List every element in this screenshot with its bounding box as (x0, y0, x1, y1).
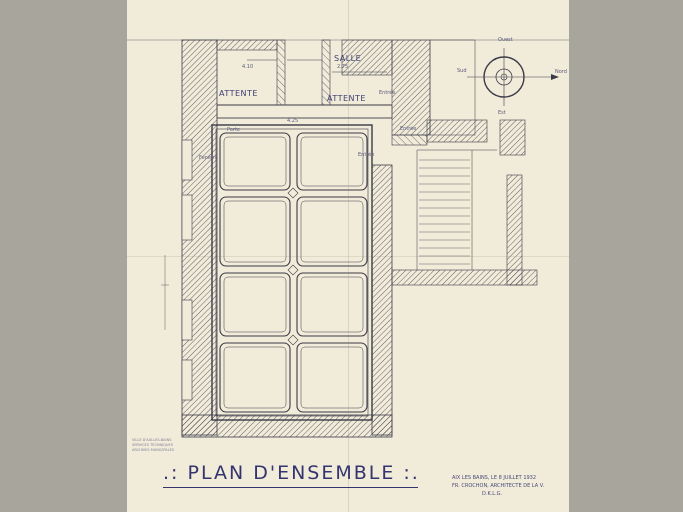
compass-label-est: Est (498, 110, 506, 116)
label-fenetre: Fenêtre (199, 155, 218, 161)
pool-cell (219, 132, 291, 191)
notes-date: AIX LES BAINS, LE 8 JUILLET 1932 (452, 475, 537, 481)
label-porte: Porte (227, 127, 240, 133)
paper-fold-vertical (348, 0, 349, 512)
bottom-wall (181, 414, 393, 438)
compass-label-nord: Nord (555, 69, 567, 75)
archive-stamp-line: SERVICES TECHNIQUES (132, 443, 173, 447)
pool-cell-inner (300, 136, 364, 187)
pool-grid (211, 124, 373, 421)
archive-stamp-line: VILLE D'AIX-LES-BAINS (132, 438, 172, 442)
pool-cell (296, 342, 368, 413)
pool-cell-inner (223, 200, 287, 263)
pool-cell (219, 342, 291, 413)
floor-plan-drawing (127, 39, 569, 438)
pool-cell (296, 196, 368, 267)
stair-steps (419, 159, 470, 265)
label-salle: SALLE (334, 54, 362, 63)
pool-cell (219, 272, 291, 337)
paper-fold-horizontal (127, 256, 569, 257)
pool-junction (287, 264, 299, 276)
notes-initials: D.K.L.G. (482, 491, 503, 497)
pools (219, 132, 368, 413)
compass-label-sud: Sud (457, 68, 467, 74)
dimension-line-left (161, 255, 169, 330)
pool-cell-inner (300, 200, 364, 263)
pool-cell-inner (300, 276, 364, 333)
right-wall (371, 164, 393, 436)
plan-sheet: SALLE ATTENTE ATTENTE Entrée Entrée Entr… (127, 0, 569, 512)
pool-junction (287, 187, 299, 199)
label-entree-right: Entrée (358, 152, 375, 158)
top-rooms-walls (216, 39, 393, 119)
pool-cell (296, 132, 368, 191)
pool-cell (296, 272, 368, 337)
dimension-label: 2.75 (337, 64, 349, 70)
dimension-label: 4.25 (287, 118, 299, 124)
pool-cell-inner (223, 346, 287, 409)
compass-label-ouest: Ouest (498, 37, 513, 43)
pool-junction (287, 334, 299, 346)
compass (467, 48, 559, 106)
pool-cell-inner (223, 136, 287, 187)
dimension-label: 4.10 (242, 64, 254, 70)
stair-annex (391, 39, 538, 286)
label-entree-mid: Entrée (400, 126, 417, 132)
label-attente-right: ATTENTE (327, 94, 366, 103)
notes-architect: FR. CROCHON, ARCHITECTE DE LA V. (452, 483, 545, 489)
pool-cell-inner (300, 346, 364, 409)
label-entree-top: Entrée (379, 90, 396, 96)
archive-stamp-line: ARCHIVES MUNICIPALES (132, 448, 175, 452)
plan-title: .: PLAN D'ENSEMBLE :. (163, 462, 420, 484)
pool-cell (219, 196, 291, 267)
title-underline (163, 487, 418, 488)
label-attente-left: ATTENTE (219, 89, 258, 98)
pool-cell-inner (223, 276, 287, 333)
